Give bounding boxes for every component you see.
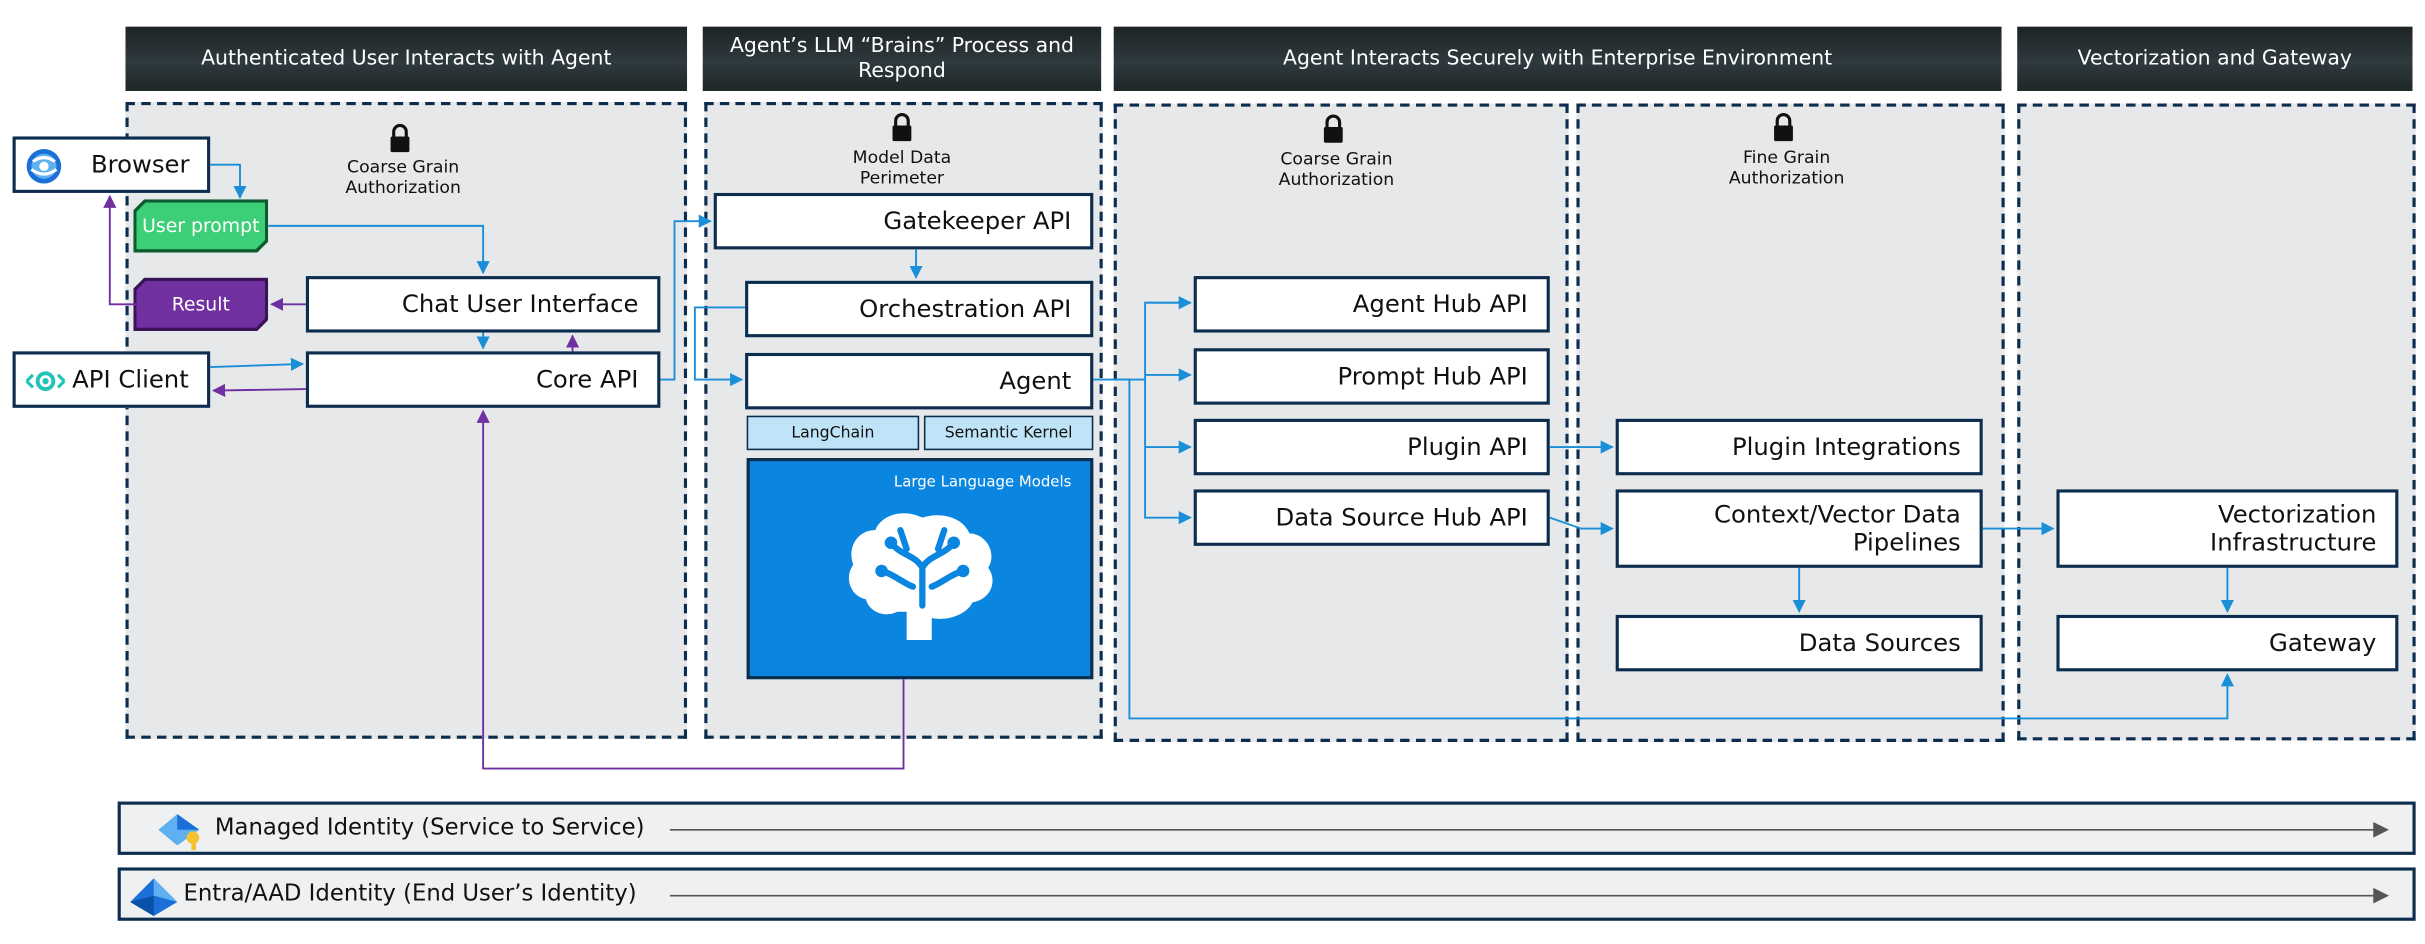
plugin-api[interactable]: Plugin API bbox=[1193, 418, 1550, 476]
result-label: Result bbox=[136, 281, 265, 328]
note-fine-grain: Fine Grain Authorization bbox=[1728, 147, 1845, 189]
arrow-datasource-to-pipelines bbox=[1549, 516, 1614, 536]
header-user: Authenticated User Interacts with Agent bbox=[125, 26, 688, 91]
lock-icon bbox=[892, 112, 912, 142]
orchestration-api[interactable]: Orchestration API bbox=[745, 280, 1094, 338]
api-client-node[interactable]: API Client bbox=[12, 351, 211, 408]
arrow-apiclient-to-core bbox=[210, 357, 305, 371]
entra-identity-label: Entra/AAD Identity (End User’s Identity) bbox=[183, 881, 637, 907]
lock-icon bbox=[1774, 112, 1793, 142]
result-tag: Result bbox=[133, 278, 268, 331]
header-llm: Agent’s LLM “Brains” Process and Respond bbox=[702, 26, 1102, 91]
arrow-core-to-gatekeeper bbox=[660, 214, 712, 381]
gateway[interactable]: Gateway bbox=[2056, 614, 2399, 672]
user-prompt-label: User prompt bbox=[136, 202, 265, 249]
user-prompt-tag: User prompt bbox=[133, 199, 268, 252]
arrow-orchestration-to-agent bbox=[693, 306, 746, 387]
note-model-data-perimeter: Model Data Perimeter bbox=[852, 147, 952, 189]
data-sources[interactable]: Data Sources bbox=[1615, 614, 1983, 672]
arrow-core-to-apiclient bbox=[212, 383, 306, 397]
arrow-result-to-browser bbox=[103, 194, 137, 306]
arrow-browser-to-prompt bbox=[210, 163, 247, 199]
header-enterprise: Agent Interacts Securely with Enterprise… bbox=[1113, 26, 2002, 91]
brain-icon bbox=[848, 513, 993, 640]
lock-icon bbox=[390, 123, 410, 153]
arrow-agent-to-gateway bbox=[1110, 378, 2235, 720]
large-language-models: Large Language Models bbox=[746, 458, 1094, 680]
lock-icon bbox=[1323, 114, 1343, 143]
semantic-kernel-chip: Semantic Kernel bbox=[923, 415, 1094, 451]
arrow-prompt-to-chat bbox=[268, 224, 490, 275]
managed-identity-arrow bbox=[669, 821, 2389, 838]
api-client-label: API Client bbox=[72, 365, 189, 394]
agent-node[interactable]: Agent bbox=[745, 352, 1094, 410]
arrow-return-to-core bbox=[476, 409, 905, 770]
llm-label: Large Language Models bbox=[893, 473, 1072, 491]
chat-user-interface[interactable]: Chat User Interface bbox=[305, 276, 661, 333]
header-vector: Vectorization and Gateway bbox=[2017, 26, 2413, 91]
data-source-hub-api[interactable]: Data Source Hub API bbox=[1193, 489, 1550, 546]
browser-node[interactable]: Browser bbox=[12, 136, 211, 193]
langchain-chip: LangChain bbox=[746, 415, 920, 451]
vectorization-infrastructure[interactable]: Vectorization Infrastructure bbox=[2056, 489, 2399, 568]
entra-identity-arrow bbox=[669, 887, 2389, 904]
entra-identity-band: Entra/AAD Identity (End User’s Identity) bbox=[117, 867, 2416, 921]
core-api[interactable]: Core API bbox=[305, 351, 661, 408]
plugin-integrations[interactable]: Plugin Integrations bbox=[1615, 418, 1983, 476]
note-coarse-grain-user: Coarse Grain Authorization bbox=[345, 156, 461, 198]
gatekeeper-api[interactable]: Gatekeeper API bbox=[713, 192, 1094, 250]
agent-hub-api[interactable]: Agent Hub API bbox=[1193, 276, 1550, 333]
entra-identity-icon bbox=[130, 878, 178, 917]
arrow-agent-fanout bbox=[1093, 301, 1191, 381]
browser-globe-icon bbox=[26, 149, 62, 184]
note-coarse-grain-enterprise: Coarse Grain Authorization bbox=[1278, 149, 1395, 190]
managed-identity-band: Managed Identity (Service to Service) bbox=[117, 801, 2416, 855]
managed-identity-label: Managed Identity (Service to Service) bbox=[214, 815, 645, 841]
context-vector-pipelines[interactable]: Context/Vector Data Pipelines bbox=[1615, 489, 1983, 568]
managed-identity-icon bbox=[158, 814, 200, 851]
browser-label: Browser bbox=[90, 150, 190, 179]
prompt-hub-api[interactable]: Prompt Hub API bbox=[1193, 348, 1550, 405]
api-client-icon bbox=[25, 371, 66, 391]
